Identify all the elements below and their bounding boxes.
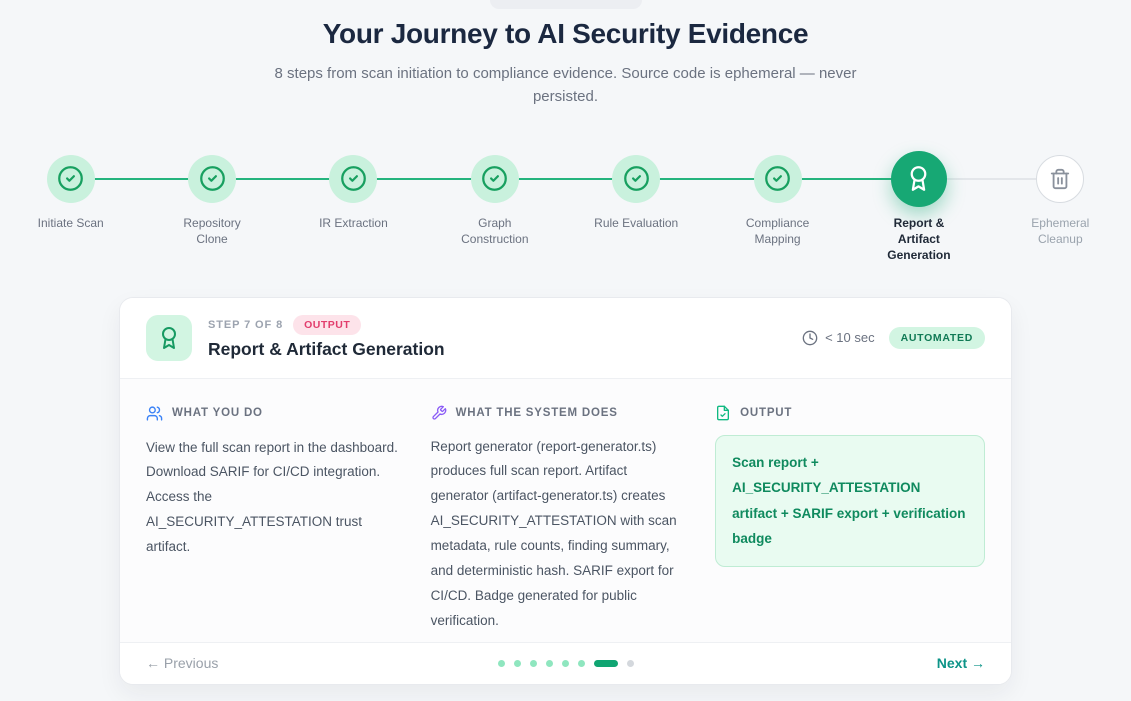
step-label: IR Extraction — [319, 215, 388, 230]
card-body: WHAT YOU DO View the full scan report in… — [120, 378, 1011, 642]
phase-badge: OUTPUT — [293, 315, 362, 335]
step-label: Rule Evaluation — [594, 215, 679, 230]
page-title: Your Journey to AI Security Evidence — [322, 18, 809, 49]
stepper-item-graph-construction[interactable]: Graph Construction — [424, 151, 565, 264]
check-circle-icon — [482, 166, 508, 191]
stepper-item-initiate-scan[interactable]: Initiate Scan — [0, 151, 141, 264]
file-check-icon — [717, 405, 730, 420]
step-bubble — [188, 154, 237, 203]
step-dot-2[interactable] — [513, 659, 521, 667]
top-cutoff-tab — [489, 0, 642, 9]
step-label: Ephemeral Cleanup — [1031, 215, 1090, 246]
step-bubble — [1036, 154, 1085, 203]
step-bubble — [46, 154, 95, 203]
column-body-text: Report generator (report-generator.ts) p… — [430, 438, 677, 629]
step-bubble — [470, 154, 519, 203]
step-dot-8[interactable] — [626, 659, 634, 667]
stepper-item-ir-extraction[interactable]: IR Extraction — [283, 151, 424, 264]
clock-icon — [802, 330, 818, 345]
column-what-the-system-does: WHAT THE SYSTEM DOES Report generator (r… — [431, 405, 686, 642]
trash-icon — [1051, 168, 1070, 189]
step-dot-3[interactable] — [529, 659, 537, 667]
column-output: OUTPUT Scan report + AI_SECURITY_ATTESTA… — [715, 405, 985, 642]
card-title: Report & Artifact Generation — [208, 339, 445, 359]
automated-badge: AUTOMATED — [888, 326, 985, 349]
step-dot-6[interactable] — [577, 659, 585, 667]
step-bubble — [753, 154, 802, 203]
stepper-item-repository-clone[interactable]: Repository Clone — [141, 151, 282, 264]
check-circle-icon — [341, 166, 366, 191]
step-label: Compliance Mapping — [745, 215, 810, 246]
duration-indicator: < 10 sec — [802, 330, 875, 346]
duration-text: < 10 sec — [825, 330, 875, 345]
column-heading: WHAT YOU DO — [172, 407, 263, 419]
column-body-text: View the full scan report in the dashboa… — [146, 439, 398, 555]
next-button[interactable]: Next → — [936, 655, 985, 671]
stepper-item-rule-evaluation[interactable]: Rule Evaluation — [566, 151, 707, 264]
column-heading: WHAT THE SYSTEM DOES — [455, 406, 618, 419]
stepper-item-report-artifact-generation[interactable]: Report & Artifact Generation — [848, 150, 989, 264]
step-label: Repository Clone — [183, 215, 241, 246]
stepper-item-compliance-mapping[interactable]: Compliance Mapping — [707, 151, 848, 264]
column-what-you-do: WHAT YOU DO View the full scan report in… — [146, 405, 401, 642]
step-label: Graph Construction — [461, 215, 529, 246]
step-count-label: STEP 7 OF 8 — [208, 319, 284, 331]
award-icon — [162, 326, 176, 349]
step-label: Report & Artifact Generation — [887, 215, 951, 262]
journey-stepper: Initiate Scan Repository Clone IR Extrac… — [0, 150, 1131, 269]
users-icon — [146, 405, 163, 421]
award-icon — [911, 166, 927, 191]
card-header: STEP 7 OF 8 OUTPUT Report & Artifact Gen… — [120, 297, 1011, 379]
card-footer: ← Previous Next → — [120, 641, 1011, 684]
step-detail-card: STEP 7 OF 8 OUTPUT Report & Artifact Gen… — [119, 296, 1012, 685]
step-bubble — [612, 154, 661, 203]
step-dots-pagination — [497, 659, 634, 667]
column-heading: OUTPUT — [740, 406, 793, 419]
check-circle-icon — [623, 166, 649, 191]
page-subtitle: 8 steps from scan initiation to complian… — [274, 65, 857, 106]
check-circle-icon — [58, 166, 84, 191]
previous-button[interactable]: ← Previous — [146, 655, 219, 671]
step-bubble-active — [890, 150, 947, 207]
step-icon-tile — [146, 314, 192, 361]
hero-section: Your Journey to AI Security Evidence 8 s… — [0, 0, 1131, 109]
step-dot-4[interactable] — [545, 659, 553, 667]
step-label: Initiate Scan — [37, 215, 104, 230]
step-dot-5[interactable] — [561, 659, 569, 667]
stepper-item-ephemeral-cleanup[interactable]: Ephemeral Cleanup — [990, 151, 1131, 264]
output-summary-box: Scan report + AI_SECURITY_ATTESTATION ar… — [715, 434, 985, 568]
step-dot-7-active[interactable] — [593, 659, 618, 667]
step-dot-1[interactable] — [497, 659, 505, 667]
check-circle-icon — [199, 166, 225, 191]
check-circle-icon — [765, 166, 790, 191]
step-bubble — [329, 154, 378, 203]
wrench-icon — [431, 405, 446, 420]
